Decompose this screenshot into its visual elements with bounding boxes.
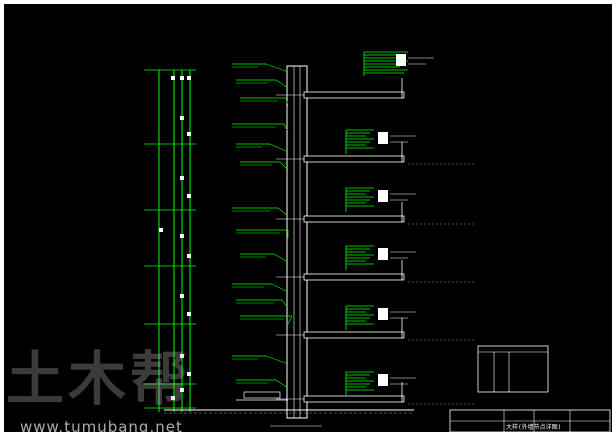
material-tag-block — [378, 248, 388, 260]
leader-arrow-line — [285, 97, 289, 107]
floor-slab — [303, 215, 405, 223]
floor-slab — [303, 155, 405, 163]
leader-arrow-line — [265, 355, 289, 365]
leader-arrow-line — [275, 79, 289, 89]
annotation-leaders — [232, 63, 293, 389]
leader-arrow-line — [271, 283, 289, 293]
floor-slab — [303, 395, 405, 403]
material-tag-block — [396, 54, 406, 66]
wall-section-drawing: 大样(外墙节点详图) — [144, 51, 611, 432]
watermark-url: www.tumubang.net — [20, 418, 183, 433]
leader-arrow-line — [277, 207, 289, 217]
legend-table — [477, 345, 549, 393]
material-tag-block — [378, 374, 388, 386]
floor-slab — [303, 331, 405, 339]
material-tag-block — [378, 132, 388, 144]
leader-arrow-line — [283, 123, 289, 133]
floor-slabs — [276, 51, 474, 405]
floor-slab — [303, 91, 405, 99]
material-tag-block — [378, 190, 388, 202]
floor-slab — [303, 273, 405, 281]
leader-arrow-line — [273, 253, 289, 263]
leader-arrow-line — [269, 143, 289, 153]
elevation-dimension-column — [144, 69, 196, 412]
leader-arrow-line — [275, 379, 289, 389]
watermark-logo: 土木帮 — [6, 345, 193, 413]
leader-arrow-line — [281, 299, 289, 309]
title-block: 大样(外墙节点详图) — [449, 409, 611, 432]
title-block-title: 大样(外墙节点详图) — [506, 423, 561, 431]
cad-canvas: 大样(外墙节点详图) 土木帮 www.tumubang.net — [4, 4, 612, 432]
leader-arrow-line — [279, 161, 289, 171]
material-tag-block — [378, 308, 388, 320]
leader-arrow-line — [265, 63, 289, 73]
leader-arrow-line — [287, 315, 293, 325]
wall-section — [286, 65, 308, 419]
ground-line — [164, 391, 414, 427]
